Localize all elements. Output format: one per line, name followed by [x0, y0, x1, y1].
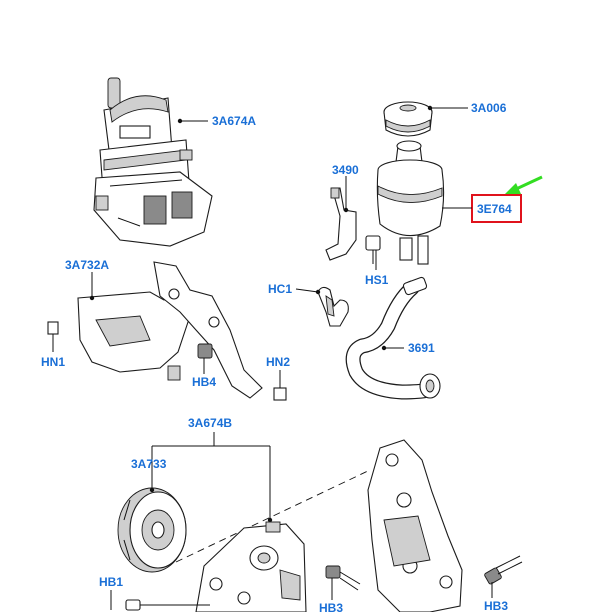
nut-hn1[interactable]	[47, 321, 59, 335]
pump-motor-assembly[interactable]	[93, 77, 213, 247]
label-3490[interactable]: 3490	[332, 163, 359, 177]
label-3691[interactable]: 3691	[408, 341, 435, 355]
label-hb3-right[interactable]: HB3	[484, 599, 508, 612]
label-hb4[interactable]: HB4	[192, 375, 216, 389]
bolt-hb3-left[interactable]	[325, 565, 361, 591]
return-hose[interactable]	[345, 276, 441, 400]
reservoir-cap[interactable]	[383, 101, 433, 137]
label-hn1[interactable]: HN1	[41, 355, 65, 369]
label-3a674a[interactable]: 3A674A	[212, 114, 256, 128]
hose-clip-hc1[interactable]	[317, 286, 349, 327]
label-3a733[interactable]: 3A733	[131, 457, 167, 471]
label-hs1[interactable]: HS1	[365, 273, 389, 287]
label-3a006[interactable]: 3A006	[471, 101, 507, 115]
bolt-hb1[interactable]	[125, 599, 210, 611]
bolt-hb4[interactable]	[197, 343, 213, 359]
label-3a674b[interactable]: 3A674B	[188, 416, 232, 430]
label-hb1[interactable]: HB1	[99, 575, 123, 589]
label-hc1[interactable]: HC1	[268, 282, 292, 296]
power-steering-reservoir[interactable]	[376, 140, 445, 265]
label-hn2[interactable]: HN2	[266, 355, 290, 369]
hydraulic-pump-body[interactable]	[195, 521, 307, 612]
label-3e764[interactable]: 3E764	[477, 202, 512, 216]
pointer-arrow-icon	[505, 175, 543, 194]
engine-mount-bracket[interactable]	[367, 439, 463, 612]
pump-mounting-bracket[interactable]	[77, 261, 263, 399]
label-3a732a[interactable]: 3A732A	[65, 258, 109, 272]
label-hb3-left[interactable]: HB3	[319, 601, 343, 612]
nut-hn2[interactable]	[273, 387, 287, 401]
screw-hs1[interactable]	[365, 235, 381, 264]
reservoir-bracket[interactable]	[325, 187, 357, 261]
pump-pulley[interactable]	[117, 487, 187, 573]
bolt-hb3-right[interactable]	[484, 555, 523, 585]
